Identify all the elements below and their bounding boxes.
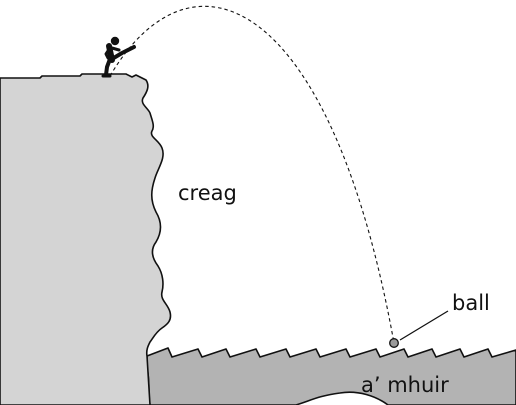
kicking-person-icon	[101, 36, 136, 78]
cliff-label: creag	[178, 181, 237, 205]
ball-label: ball	[452, 291, 490, 315]
sea-label: a’ mhuir	[361, 373, 449, 397]
ball-icon	[389, 338, 399, 348]
ball-label-leader	[399, 310, 449, 341]
cliff-shape	[0, 73, 172, 405]
trajectory-path	[109, 5, 395, 344]
sea-shape	[146, 347, 516, 405]
